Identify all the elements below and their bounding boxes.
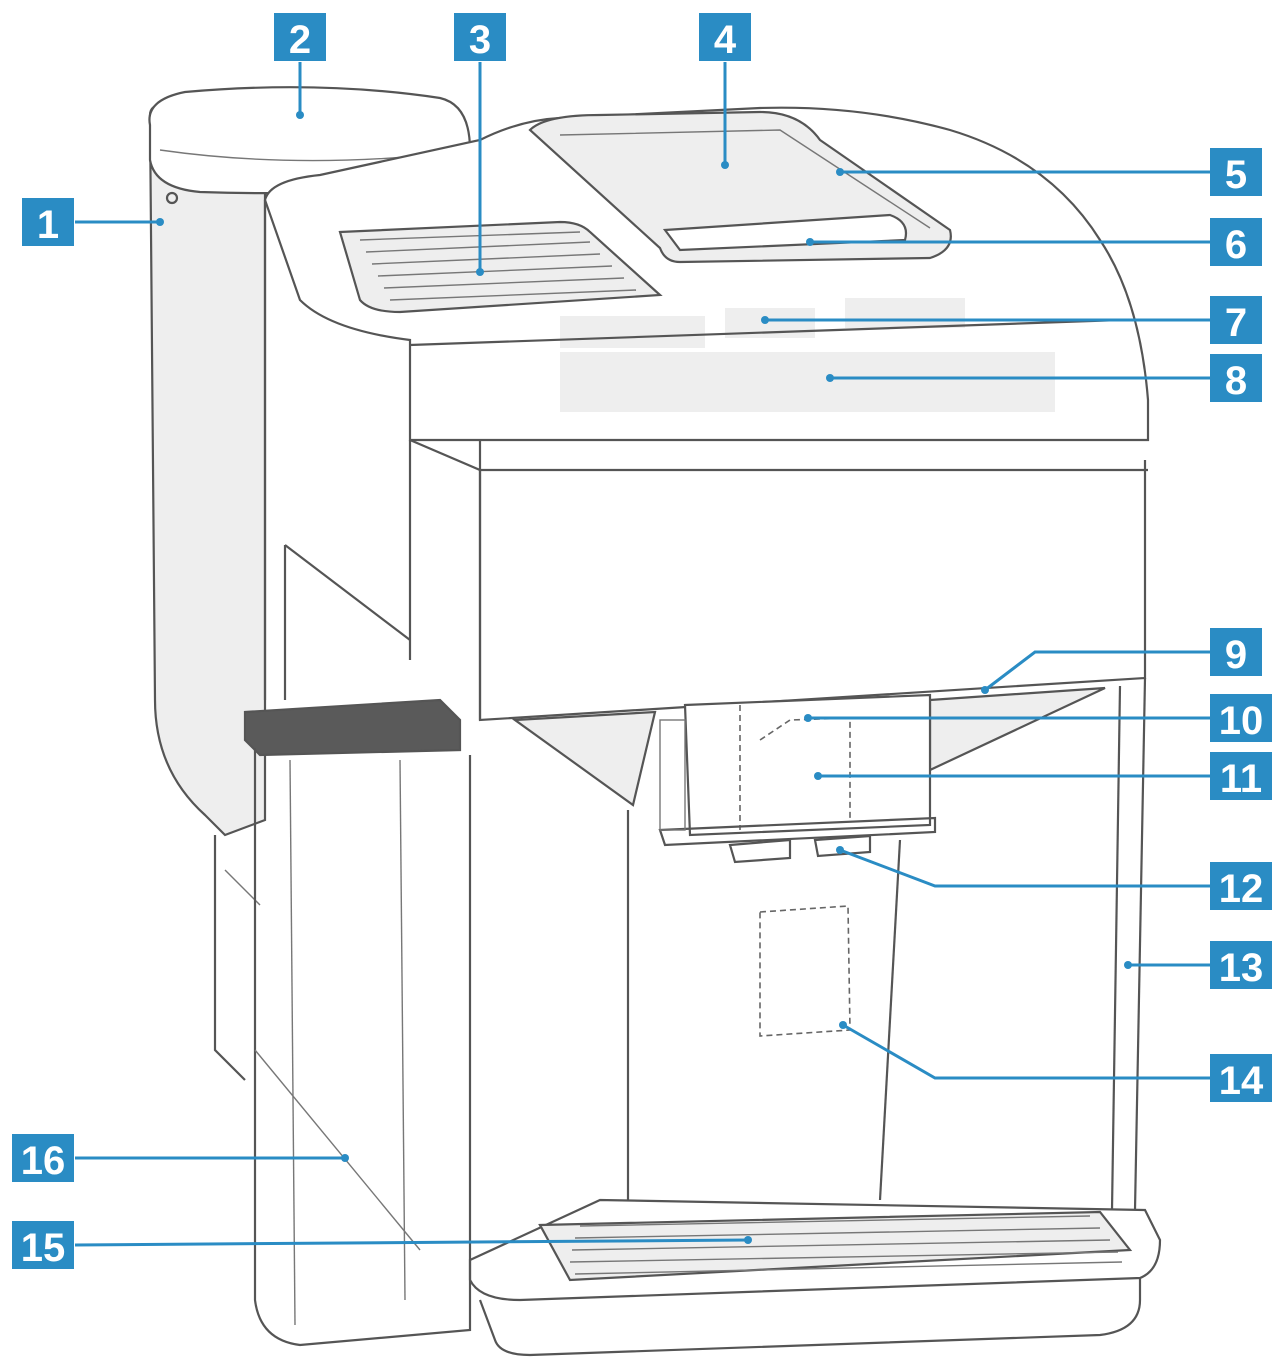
callout-13: 13 bbox=[1210, 941, 1272, 990]
callout-5: 5 bbox=[1210, 148, 1262, 197]
callout-14-label: 14 bbox=[1219, 1059, 1264, 1103]
callout-7: 7 bbox=[1210, 296, 1262, 345]
callout-12-label: 12 bbox=[1219, 867, 1264, 911]
callout-3: 3 bbox=[454, 13, 506, 62]
callout-4: 4 bbox=[699, 13, 751, 62]
callout-16-label: 16 bbox=[21, 1139, 66, 1183]
callout-3-label: 3 bbox=[469, 18, 491, 62]
callout-15-label: 15 bbox=[21, 1226, 66, 1270]
callout-16: 16 bbox=[12, 1134, 74, 1183]
callout-12: 12 bbox=[1210, 862, 1272, 911]
callout-10: 10 bbox=[1210, 694, 1272, 743]
callout-2: 2 bbox=[274, 13, 326, 62]
callout-4-label: 4 bbox=[714, 18, 737, 62]
milk-container bbox=[243, 698, 472, 1347]
callout-11: 11 bbox=[1210, 752, 1272, 801]
callout-14: 14 bbox=[1210, 1054, 1272, 1103]
machine-body bbox=[263, 106, 1162, 1357]
callout-9: 9 bbox=[1210, 628, 1262, 677]
callout-10-label: 10 bbox=[1219, 699, 1264, 743]
callout-5-label: 5 bbox=[1225, 153, 1247, 197]
callout-2-label: 2 bbox=[289, 18, 311, 62]
callout-6: 6 bbox=[1210, 218, 1262, 267]
drip-tray-grid bbox=[569, 1215, 1123, 1275]
callout-9-label: 9 bbox=[1225, 633, 1247, 677]
callout-6-label: 6 bbox=[1225, 223, 1247, 267]
callout-11-label: 11 bbox=[1220, 757, 1262, 801]
leader-lines bbox=[74, 62, 1210, 1247]
callout-15: 15 bbox=[12, 1221, 74, 1270]
callout-8: 8 bbox=[1210, 354, 1262, 403]
callout-13-label: 13 bbox=[1219, 946, 1264, 990]
callout-7-label: 7 bbox=[1225, 301, 1247, 345]
callout-1: 1 bbox=[22, 198, 74, 247]
bean-hopper-grid bbox=[359, 231, 637, 301]
callout-1-label: 1 bbox=[37, 203, 59, 247]
callout-8-label: 8 bbox=[1225, 359, 1247, 403]
